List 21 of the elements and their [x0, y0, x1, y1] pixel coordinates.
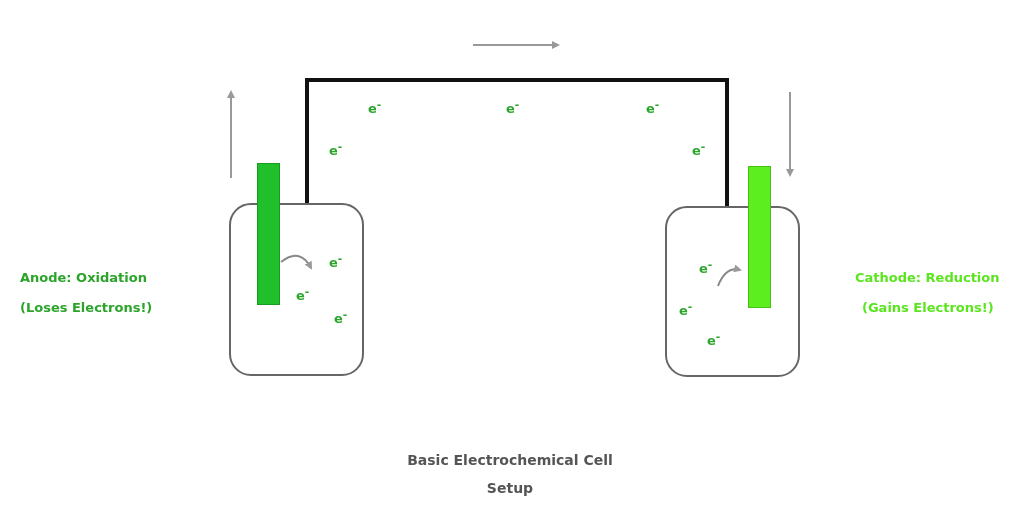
electron-label: e$^{-}$ — [679, 302, 693, 318]
cathode-electrode — [748, 166, 771, 308]
curved-arrow — [280, 254, 312, 270]
electron-label: e$^{-}$ — [692, 142, 706, 158]
electron-label: e$^{-}$ — [707, 332, 721, 348]
electrode-label: Anode: Oxidation — [20, 270, 147, 285]
electrode-label: Cathode: Reduction — [855, 270, 1000, 285]
wire — [305, 78, 729, 207]
electrode-note: (Gains Electrons!) — [862, 300, 994, 315]
electron-label: e$^{-}$ — [699, 260, 713, 276]
curved-arrow — [717, 264, 742, 287]
electron-label: e$^{-}$ — [646, 100, 660, 116]
caption: Basic Electrochemical Cell Setup — [406, 451, 614, 498]
electrode-note: (Loses Electrons!) — [20, 300, 153, 315]
electron-label: e$^{-}$ — [334, 310, 348, 326]
electron-label: e$^{-}$ — [368, 100, 382, 116]
electron-label: e$^{-}$ — [329, 142, 343, 158]
anode-electrode — [257, 163, 280, 305]
electron-label: e$^{-}$ — [296, 287, 310, 303]
electron-label: e$^{-}$ — [506, 100, 520, 116]
electron-label: e$^{-}$ — [329, 254, 343, 270]
